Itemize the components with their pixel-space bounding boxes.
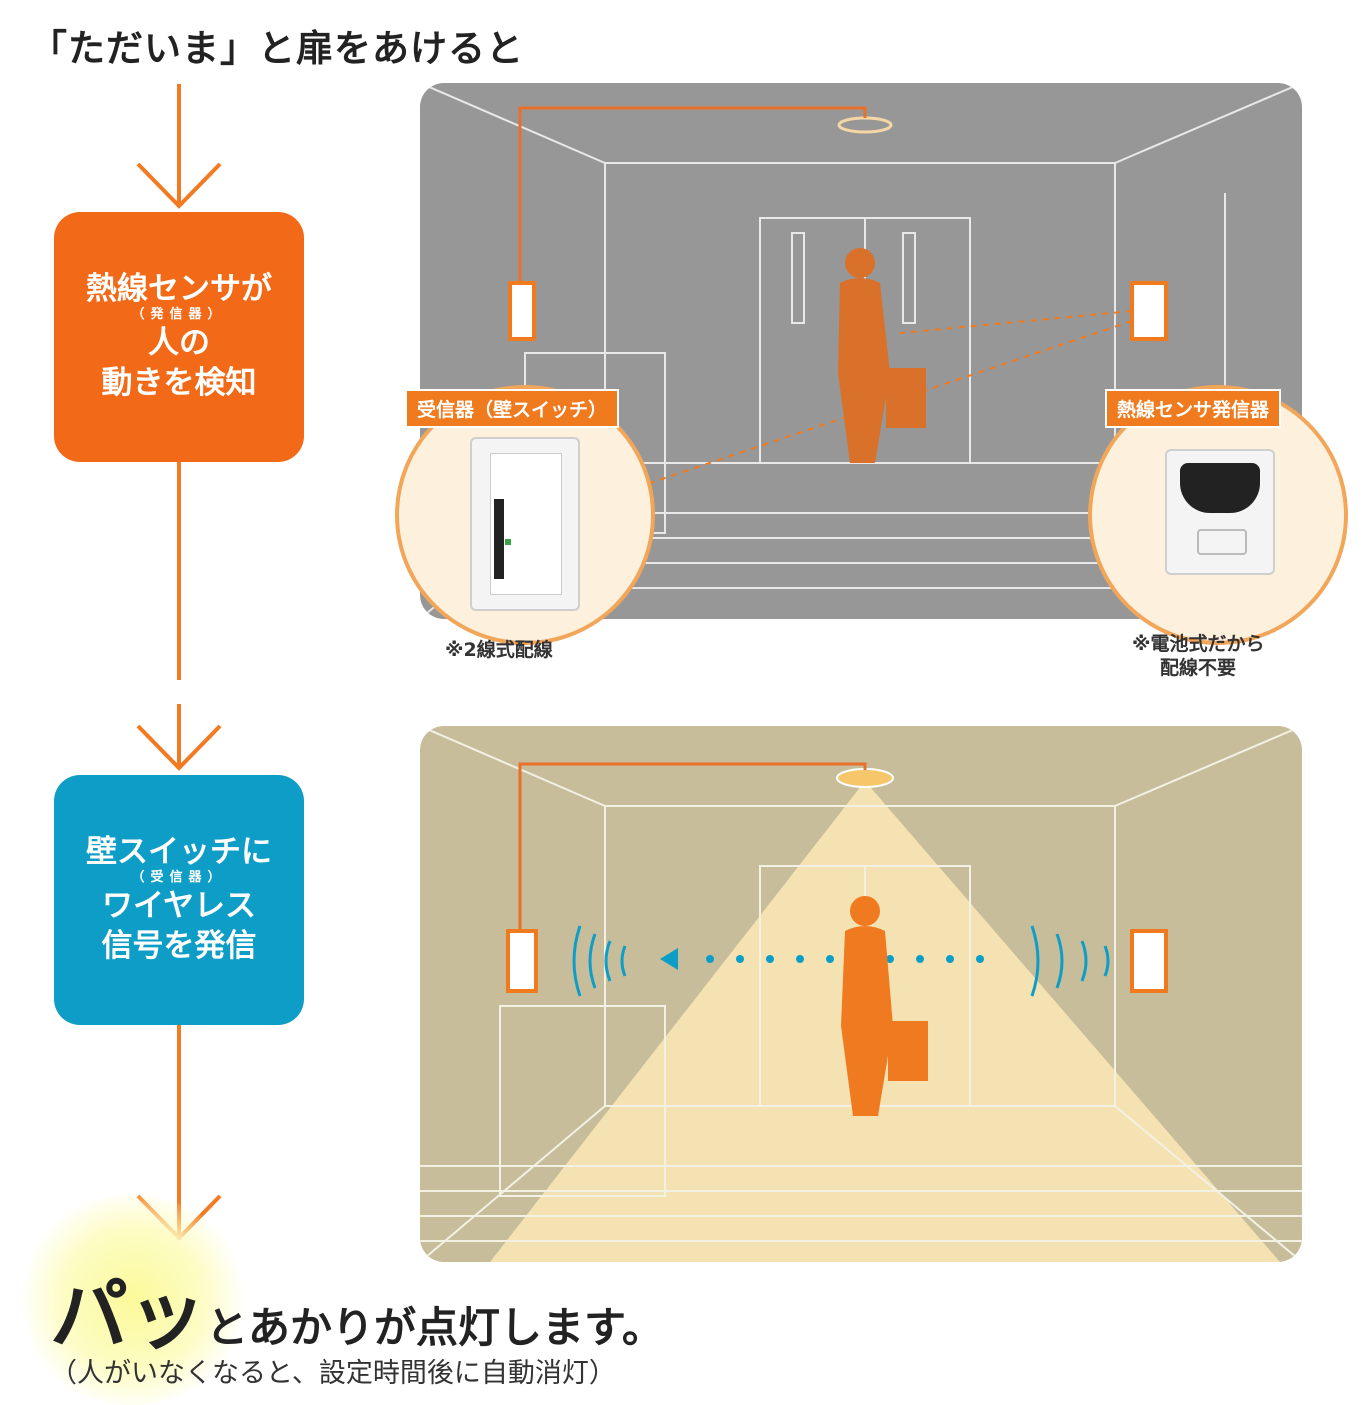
step2-line1: 壁スイッチに — [86, 834, 272, 870]
step-detect-motion: 熱線センサが （発信器） 人の 動きを検知 — [54, 212, 304, 462]
result-text: とあかりが点灯します。 — [206, 1303, 664, 1352]
result-heading: パッとあかりが点灯します。 — [50, 1253, 664, 1365]
sensor-note-line2: 配線不要 — [1160, 657, 1237, 679]
light-glow — [18, 1195, 248, 1405]
step1-line2: 人の — [148, 325, 210, 361]
sensor-callout — [1088, 385, 1348, 645]
wall-switch-icon — [470, 437, 580, 611]
receiver-note: ※2線式配線 — [445, 639, 553, 661]
step1-line3: 動きを検知 — [101, 365, 257, 401]
step-send-signal: 壁スイッチに （受信器） ワイヤレス 信号を発信 — [54, 775, 304, 1025]
motion-sensor-icon — [1165, 449, 1275, 575]
page-title: 「ただいま」と扉をあけると — [30, 27, 524, 70]
room-illustration-lit — [420, 726, 1302, 1262]
step1-sub: （発信器） — [131, 307, 227, 322]
step1-line1: 熱線センサが — [86, 271, 272, 307]
step2-line2: ワイヤレス — [101, 888, 257, 924]
scene-entrance-lit — [420, 726, 1302, 1262]
step2-sub: （受信器） — [131, 870, 227, 885]
receiver-label: 受信器（壁スイッチ） — [405, 389, 620, 428]
step2-line3: 信号を発信 — [101, 928, 257, 964]
sensor-label: 熱線センサ発信器 — [1105, 389, 1282, 428]
result-note: （人がいなくなると、設定時間後に自動消灯） — [50, 1358, 616, 1389]
result-big-word: パッ — [50, 1271, 207, 1361]
sensor-note-line1: ※電池式だから — [1132, 633, 1265, 655]
receiver-callout — [395, 385, 655, 645]
